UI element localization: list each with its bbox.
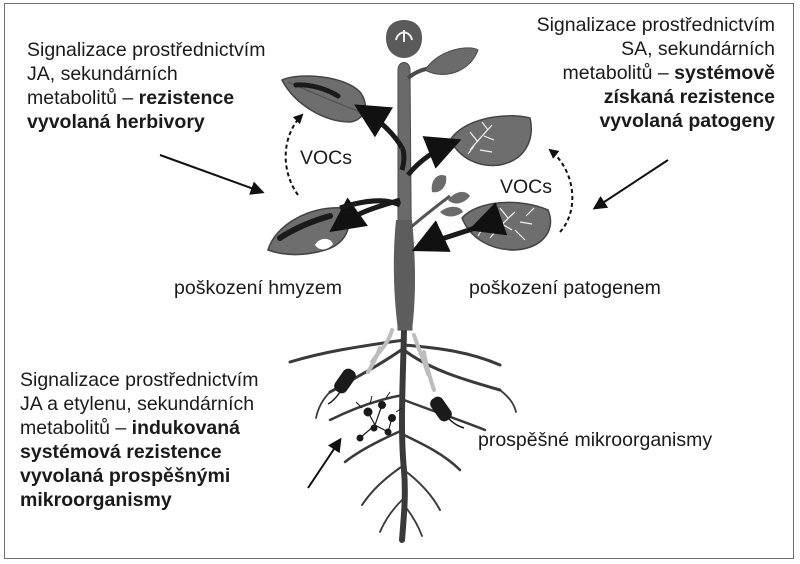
branch-upper-left bbox=[353, 104, 405, 150]
root-hairs bbox=[366, 328, 436, 392]
middle-sprig bbox=[409, 174, 470, 230]
pointer-arrow-herbivore bbox=[159, 154, 265, 195]
pathogen-line-2: SA, sekundárních bbox=[621, 38, 775, 60]
herbivore-line-3a: metabolitů – bbox=[27, 87, 139, 109]
stem-base bbox=[393, 220, 415, 330]
herbivore-line-2: JA, sekundárních bbox=[27, 63, 178, 85]
pointer-arrow-microbe bbox=[307, 437, 342, 489]
label-beneficial-microbes: prospěšné mikroorganismy bbox=[478, 429, 713, 451]
vocs-arrow-right bbox=[548, 148, 574, 233]
pathogen-line-4: získaná rezistence bbox=[603, 86, 775, 108]
microbe-line-5: vyvolaná prospěšnými bbox=[20, 465, 231, 487]
microbe-signaling-text: Signalizace prostřednictvím JA a etylenu… bbox=[20, 368, 258, 512]
leaf-lower-left bbox=[267, 206, 350, 256]
herbivore-signaling-text: Signalizace prostřednictvím JA, sekundár… bbox=[27, 38, 265, 134]
herbivore-line-3: metabolitů – rezistence bbox=[27, 86, 265, 110]
microbe-rod-right bbox=[430, 396, 465, 429]
label-insect-damage: poškození hmyzem bbox=[174, 277, 342, 299]
microbe-line-2: JA a etylenu, sekundárních bbox=[20, 393, 255, 415]
pointer-arrow-pathogen bbox=[592, 159, 669, 210]
microbe-line-6: mikroorganismy bbox=[20, 489, 172, 511]
herbivore-line-4: vyvolaná herbivory bbox=[27, 111, 205, 133]
pathogen-line-3a: metabolitů – bbox=[562, 62, 675, 84]
pathogen-line-5: vyvolaná patogeny bbox=[599, 110, 775, 132]
roots bbox=[288, 327, 517, 543]
microbe-line-3b: indukovaná bbox=[131, 417, 241, 439]
label-vocs-left: VOCs bbox=[300, 147, 353, 169]
microbe-line-4: systémová rezistence bbox=[20, 441, 222, 463]
pathogen-line-3: metabolitů – systémově bbox=[478, 61, 775, 85]
leaf-upper-left bbox=[280, 75, 366, 123]
herbivore-line-3b: rezistence bbox=[138, 87, 235, 109]
leaf-upper-right bbox=[449, 115, 532, 167]
leaf-lower-right bbox=[461, 201, 552, 251]
microbe-line-1: Signalizace prostřednictvím bbox=[20, 369, 259, 391]
pathogen-line-3b: systémově bbox=[674, 62, 775, 84]
label-pathogen-damage: poškození patogenem bbox=[469, 277, 661, 299]
bud bbox=[386, 20, 422, 58]
pathogen-signaling-text: Signalizace prostřednictvím SA, sekundár… bbox=[478, 13, 775, 133]
herbivore-line-1: Signalizace prostřednictvím bbox=[27, 39, 266, 61]
label-vocs-right: VOCs bbox=[500, 176, 553, 198]
microbe-line-3: metabolitů – indukovaná bbox=[20, 416, 258, 440]
vocs-arrow-left bbox=[284, 113, 304, 196]
mycorrhiza-cluster bbox=[355, 391, 403, 442]
branch-lower-right bbox=[411, 202, 508, 252]
branch-upper-right bbox=[406, 136, 462, 177]
small-top-leaf bbox=[406, 47, 479, 80]
microbe-rod-left bbox=[327, 368, 356, 405]
pathogen-line-1: Signalizace prostřednictvím bbox=[536, 14, 775, 36]
microbe-line-3a: metabolitů – bbox=[20, 417, 132, 439]
branch-lower-left-up bbox=[339, 198, 402, 211]
